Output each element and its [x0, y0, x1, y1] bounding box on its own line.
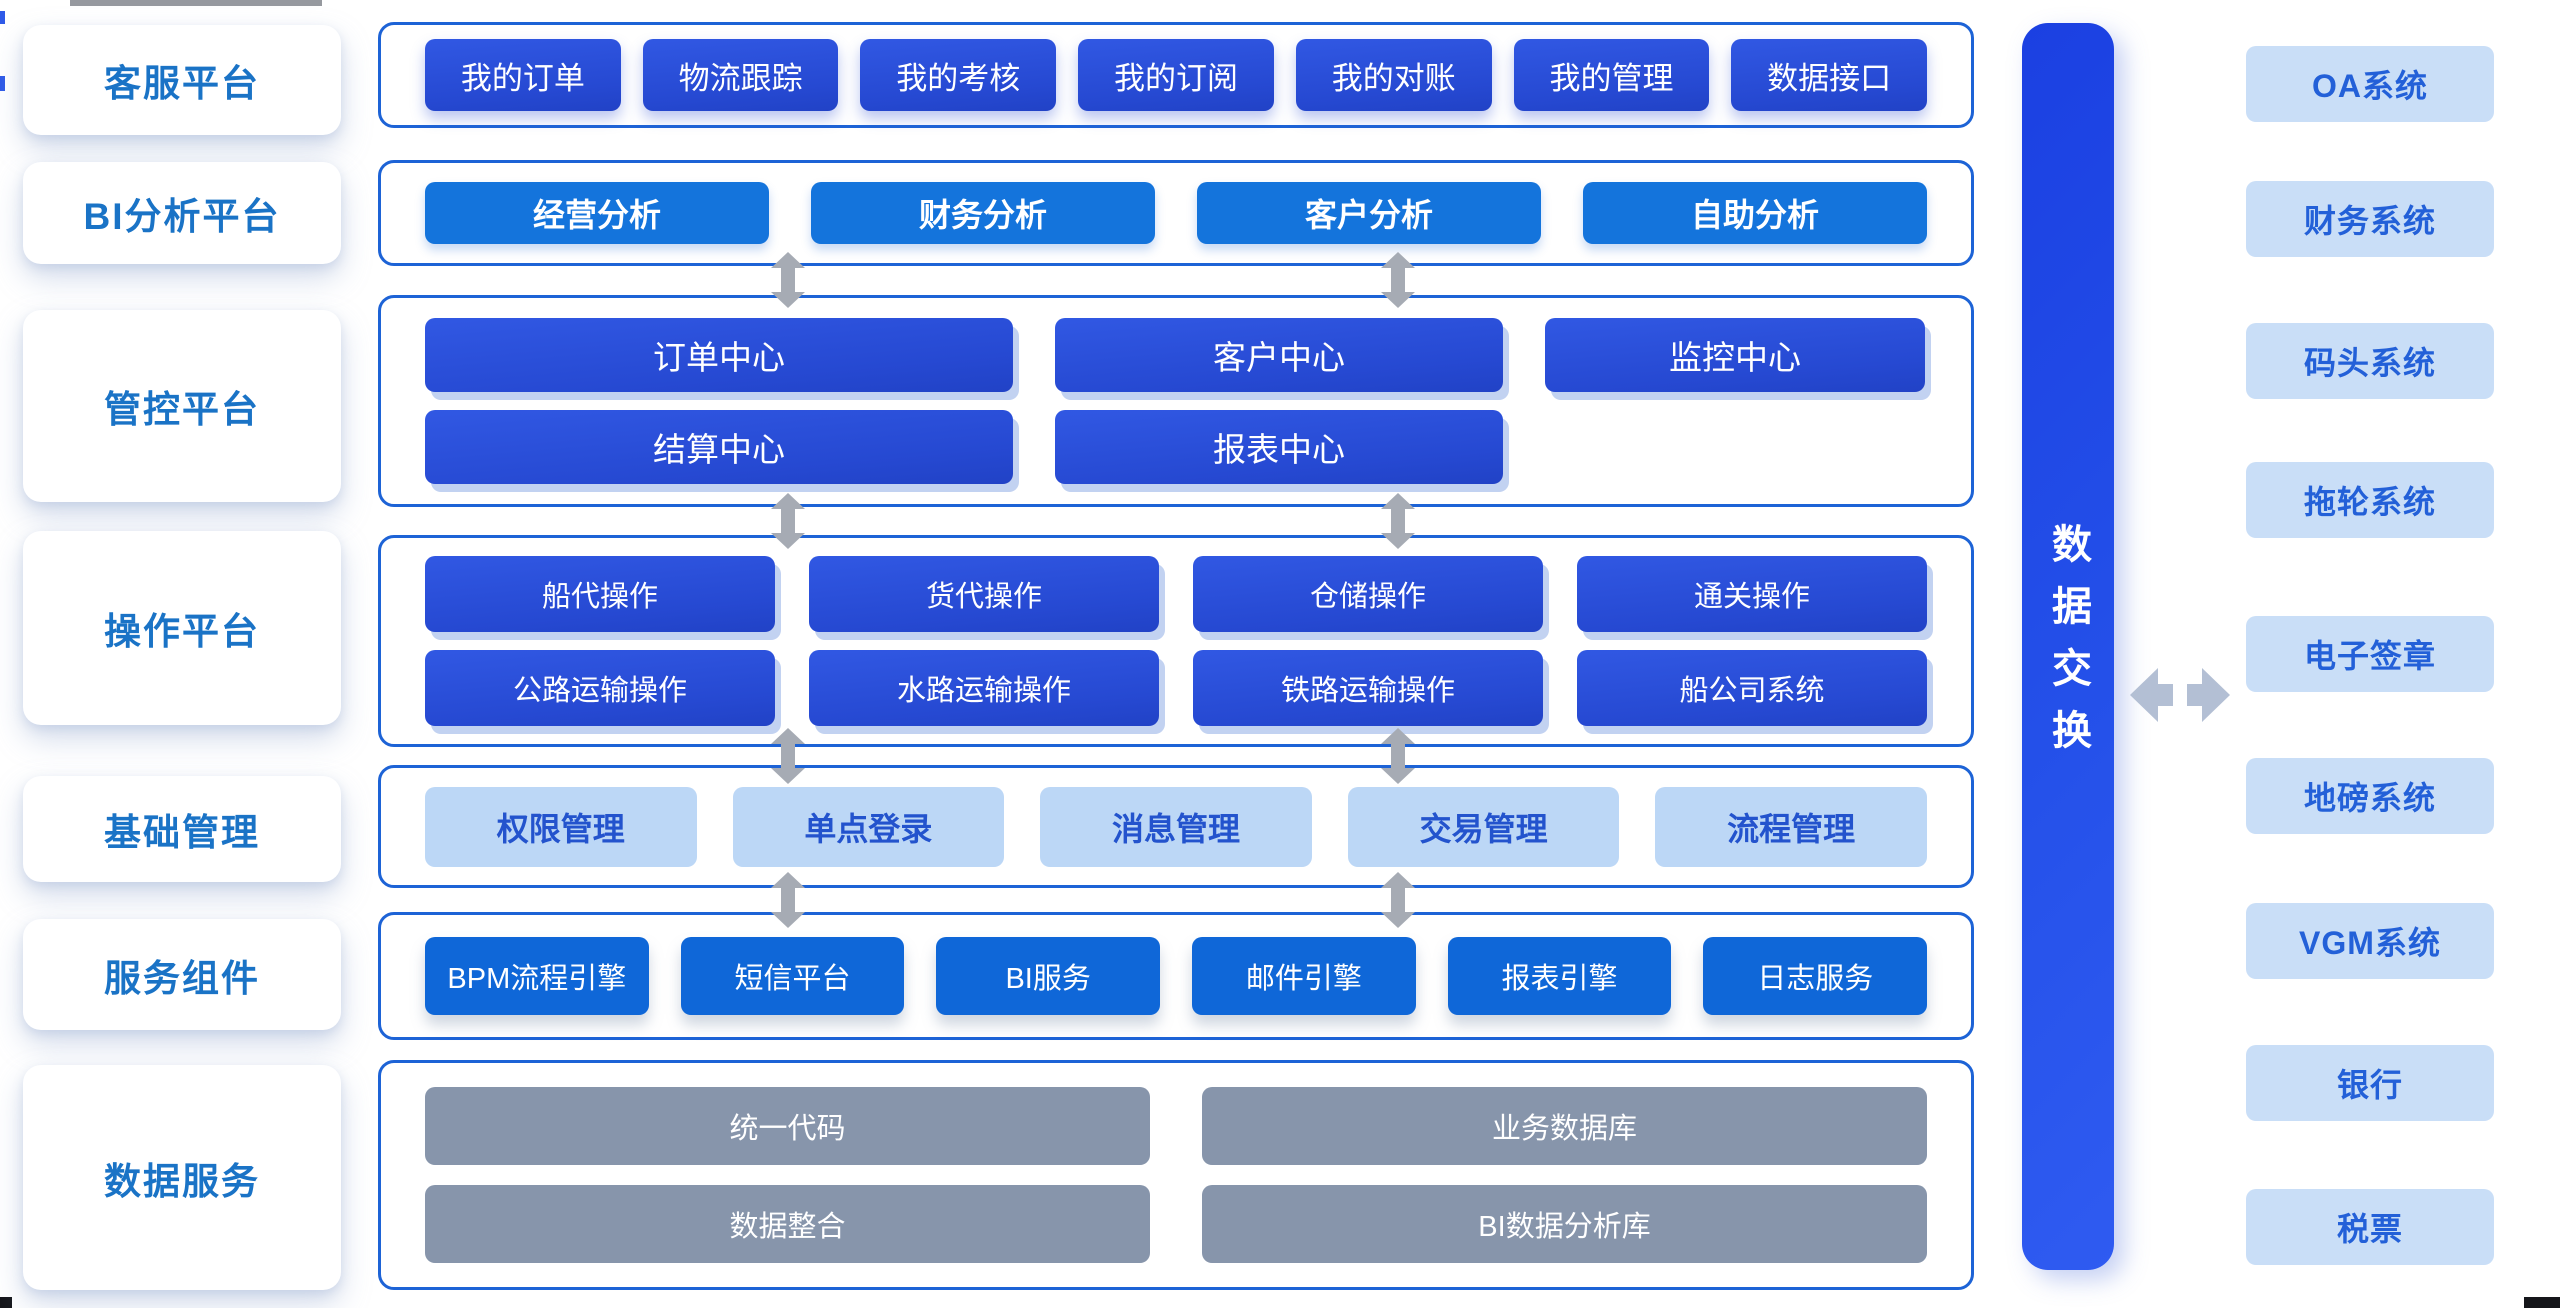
external-system-box: 地磅系统 [2246, 758, 2494, 834]
panel-bi-analysis: 经营分析 财务分析 客户分析 自助分析 [378, 160, 1974, 266]
crop-artifact-left-1 [0, 11, 5, 24]
diagram-block: 报表引擎 [1447, 937, 1672, 1015]
diagram-block: 我的订阅 [1078, 39, 1274, 111]
external-system-box: 银行 [2246, 1045, 2494, 1121]
external-system-label: 地磅系统 [2303, 780, 2436, 816]
sidebar-card-bi-analysis: BI分析平台 [23, 162, 341, 264]
double-arrow-icon [1381, 493, 1415, 549]
panel-control: 订单中心 客户中心 监控中心 结算中心 报表中心 [378, 295, 1974, 507]
diagram-block: 邮件引擎 [1192, 937, 1416, 1015]
sidebar-card-operation: 操作平台 [23, 531, 341, 725]
sidebar-label: 操作平台 [104, 611, 260, 652]
diagram-block: 消息管理 [1040, 786, 1312, 867]
external-system-label: 银行 [2336, 1067, 2403, 1103]
double-arrow-icon [1381, 728, 1415, 784]
diagram-block: 报表中心 [1055, 410, 1503, 484]
diagram-block: 权限管理 [425, 786, 697, 867]
diagram-block: 公路运输操作 [425, 650, 775, 726]
diagram-block: 自助分析 [1583, 182, 1927, 244]
diagram-block: 交易管理 [1347, 786, 1620, 867]
diagram-block: BPM流程引擎 [425, 937, 649, 1015]
diagram-block: BI数据分析库 [1202, 1185, 1927, 1263]
diagram-block: 监控中心 [1545, 318, 1925, 392]
diagram-block: 我的考核 [860, 39, 1057, 111]
double-arrow-icon [771, 493, 805, 549]
diagram-block: 结算中心 [425, 410, 1013, 484]
diagram-block: 数据整合 [425, 1185, 1150, 1263]
diagram-block: 单点登录 [732, 786, 1005, 867]
double-arrow-icon [771, 728, 805, 784]
external-system-label: 码头系统 [2303, 345, 2436, 381]
external-system-box: 码头系统 [2246, 323, 2494, 399]
sidebar-label: 基础管理 [104, 812, 260, 853]
diagram-block: 统一代码 [425, 1087, 1150, 1165]
panel-operation: 船代操作 货代操作 仓储操作 通关操作 公路运输操作 水路运输操作 铁路运输操作… [378, 535, 1974, 747]
diagram-block: 经营分析 [425, 182, 769, 244]
sidebar-label: 数据服务 [104, 1160, 260, 1202]
double-arrow-horizontal-icon [2130, 668, 2230, 722]
external-system-box: OA系统 [2246, 46, 2494, 122]
external-system-label: 税票 [2336, 1211, 2403, 1247]
external-system-label: 财务系统 [2303, 203, 2436, 239]
external-system-label: 电子签章 [2303, 638, 2436, 674]
diagram-block: 水路运输操作 [809, 650, 1159, 726]
diagram-block: BI服务 [936, 937, 1161, 1015]
sidebar-label: 管控平台 [104, 389, 260, 430]
external-system-box: 税票 [2246, 1189, 2494, 1265]
diagram-block: 客户中心 [1055, 318, 1503, 392]
crop-artifact-left-2 [0, 76, 5, 91]
external-system-box: 财务系统 [2246, 181, 2494, 257]
diagram-block: 货代操作 [809, 556, 1159, 632]
diagram-block: 船公司系统 [1577, 650, 1927, 726]
double-arrow-icon [771, 872, 805, 928]
sidebar-card-control: 管控平台 [23, 310, 341, 502]
sidebar-card-data-service: 数据服务 [23, 1065, 341, 1290]
diagram-block: 短信平台 [680, 937, 905, 1015]
external-system-label: 拖轮系统 [2303, 484, 2436, 520]
sidebar-card-customer-service: 客服平台 [23, 25, 341, 135]
double-arrow-icon [1381, 872, 1415, 928]
sidebar-label: 服务组件 [104, 957, 260, 999]
double-arrow-icon [1381, 252, 1415, 308]
diagram-block: 通关操作 [1577, 556, 1927, 632]
external-system-label: OA系统 [2311, 68, 2428, 104]
spacer [1545, 410, 1925, 484]
data-exchange-label: 数据交换 [2046, 522, 2090, 771]
diagram-block: 我的管理 [1513, 39, 1710, 111]
crop-artifact-bottom-left [0, 1297, 12, 1308]
diagram-block: 仓储操作 [1193, 556, 1543, 632]
crop-artifact-bottom-right [2524, 1297, 2560, 1308]
external-system-box: 拖轮系统 [2246, 462, 2494, 538]
diagram-block: 铁路运输操作 [1193, 650, 1543, 726]
diagram-block: 日志服务 [1703, 937, 1928, 1015]
diagram-block: 船代操作 [425, 556, 775, 632]
panel-customer-service: 我的订单 物流跟踪 我的考核 我的订阅 我的对账 我的管理 数据接口 [378, 22, 1974, 128]
panel-base-management: 权限管理 单点登录 消息管理 交易管理 流程管理 [378, 765, 1974, 888]
double-arrow-icon [771, 252, 805, 308]
external-system-box: VGM系统 [2246, 903, 2494, 979]
external-system-label: VGM系统 [2299, 925, 2441, 961]
diagram-block: 流程管理 [1655, 786, 1927, 867]
sidebar-label: 客服平台 [104, 63, 260, 104]
diagram-block: 业务数据库 [1202, 1087, 1927, 1165]
data-exchange-bar: 数据交换 [2022, 23, 2114, 1270]
crop-artifact-top [70, 0, 322, 6]
sidebar-card-base-management: 基础管理 [23, 776, 341, 882]
panel-data-service: 统一代码 业务数据库 数据整合 BI数据分析库 [378, 1060, 1974, 1290]
diagram-block: 物流跟踪 [642, 39, 839, 111]
diagram-block: 数据接口 [1731, 39, 1928, 111]
panel-service-components: BPM流程引擎 短信平台 BI服务 邮件引擎 报表引擎 日志服务 [378, 912, 1974, 1040]
diagram-block: 财务分析 [811, 182, 1155, 244]
diagram-block: 客户分析 [1197, 182, 1541, 244]
diagram-block: 订单中心 [425, 318, 1013, 392]
sidebar-card-service-components: 服务组件 [23, 919, 341, 1030]
external-system-box: 电子签章 [2246, 616, 2494, 692]
sidebar-label: BI分析平台 [83, 196, 281, 237]
diagram-block: 我的订单 [425, 39, 621, 111]
diagram-block: 我的对账 [1295, 39, 1492, 111]
